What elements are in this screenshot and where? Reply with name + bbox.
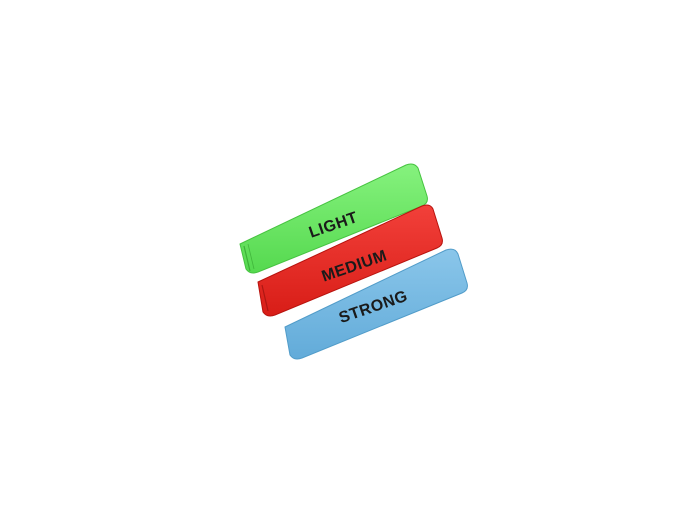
- band-light: LIGHT: [239, 163, 428, 274]
- band-strong: STRONG: [284, 248, 468, 360]
